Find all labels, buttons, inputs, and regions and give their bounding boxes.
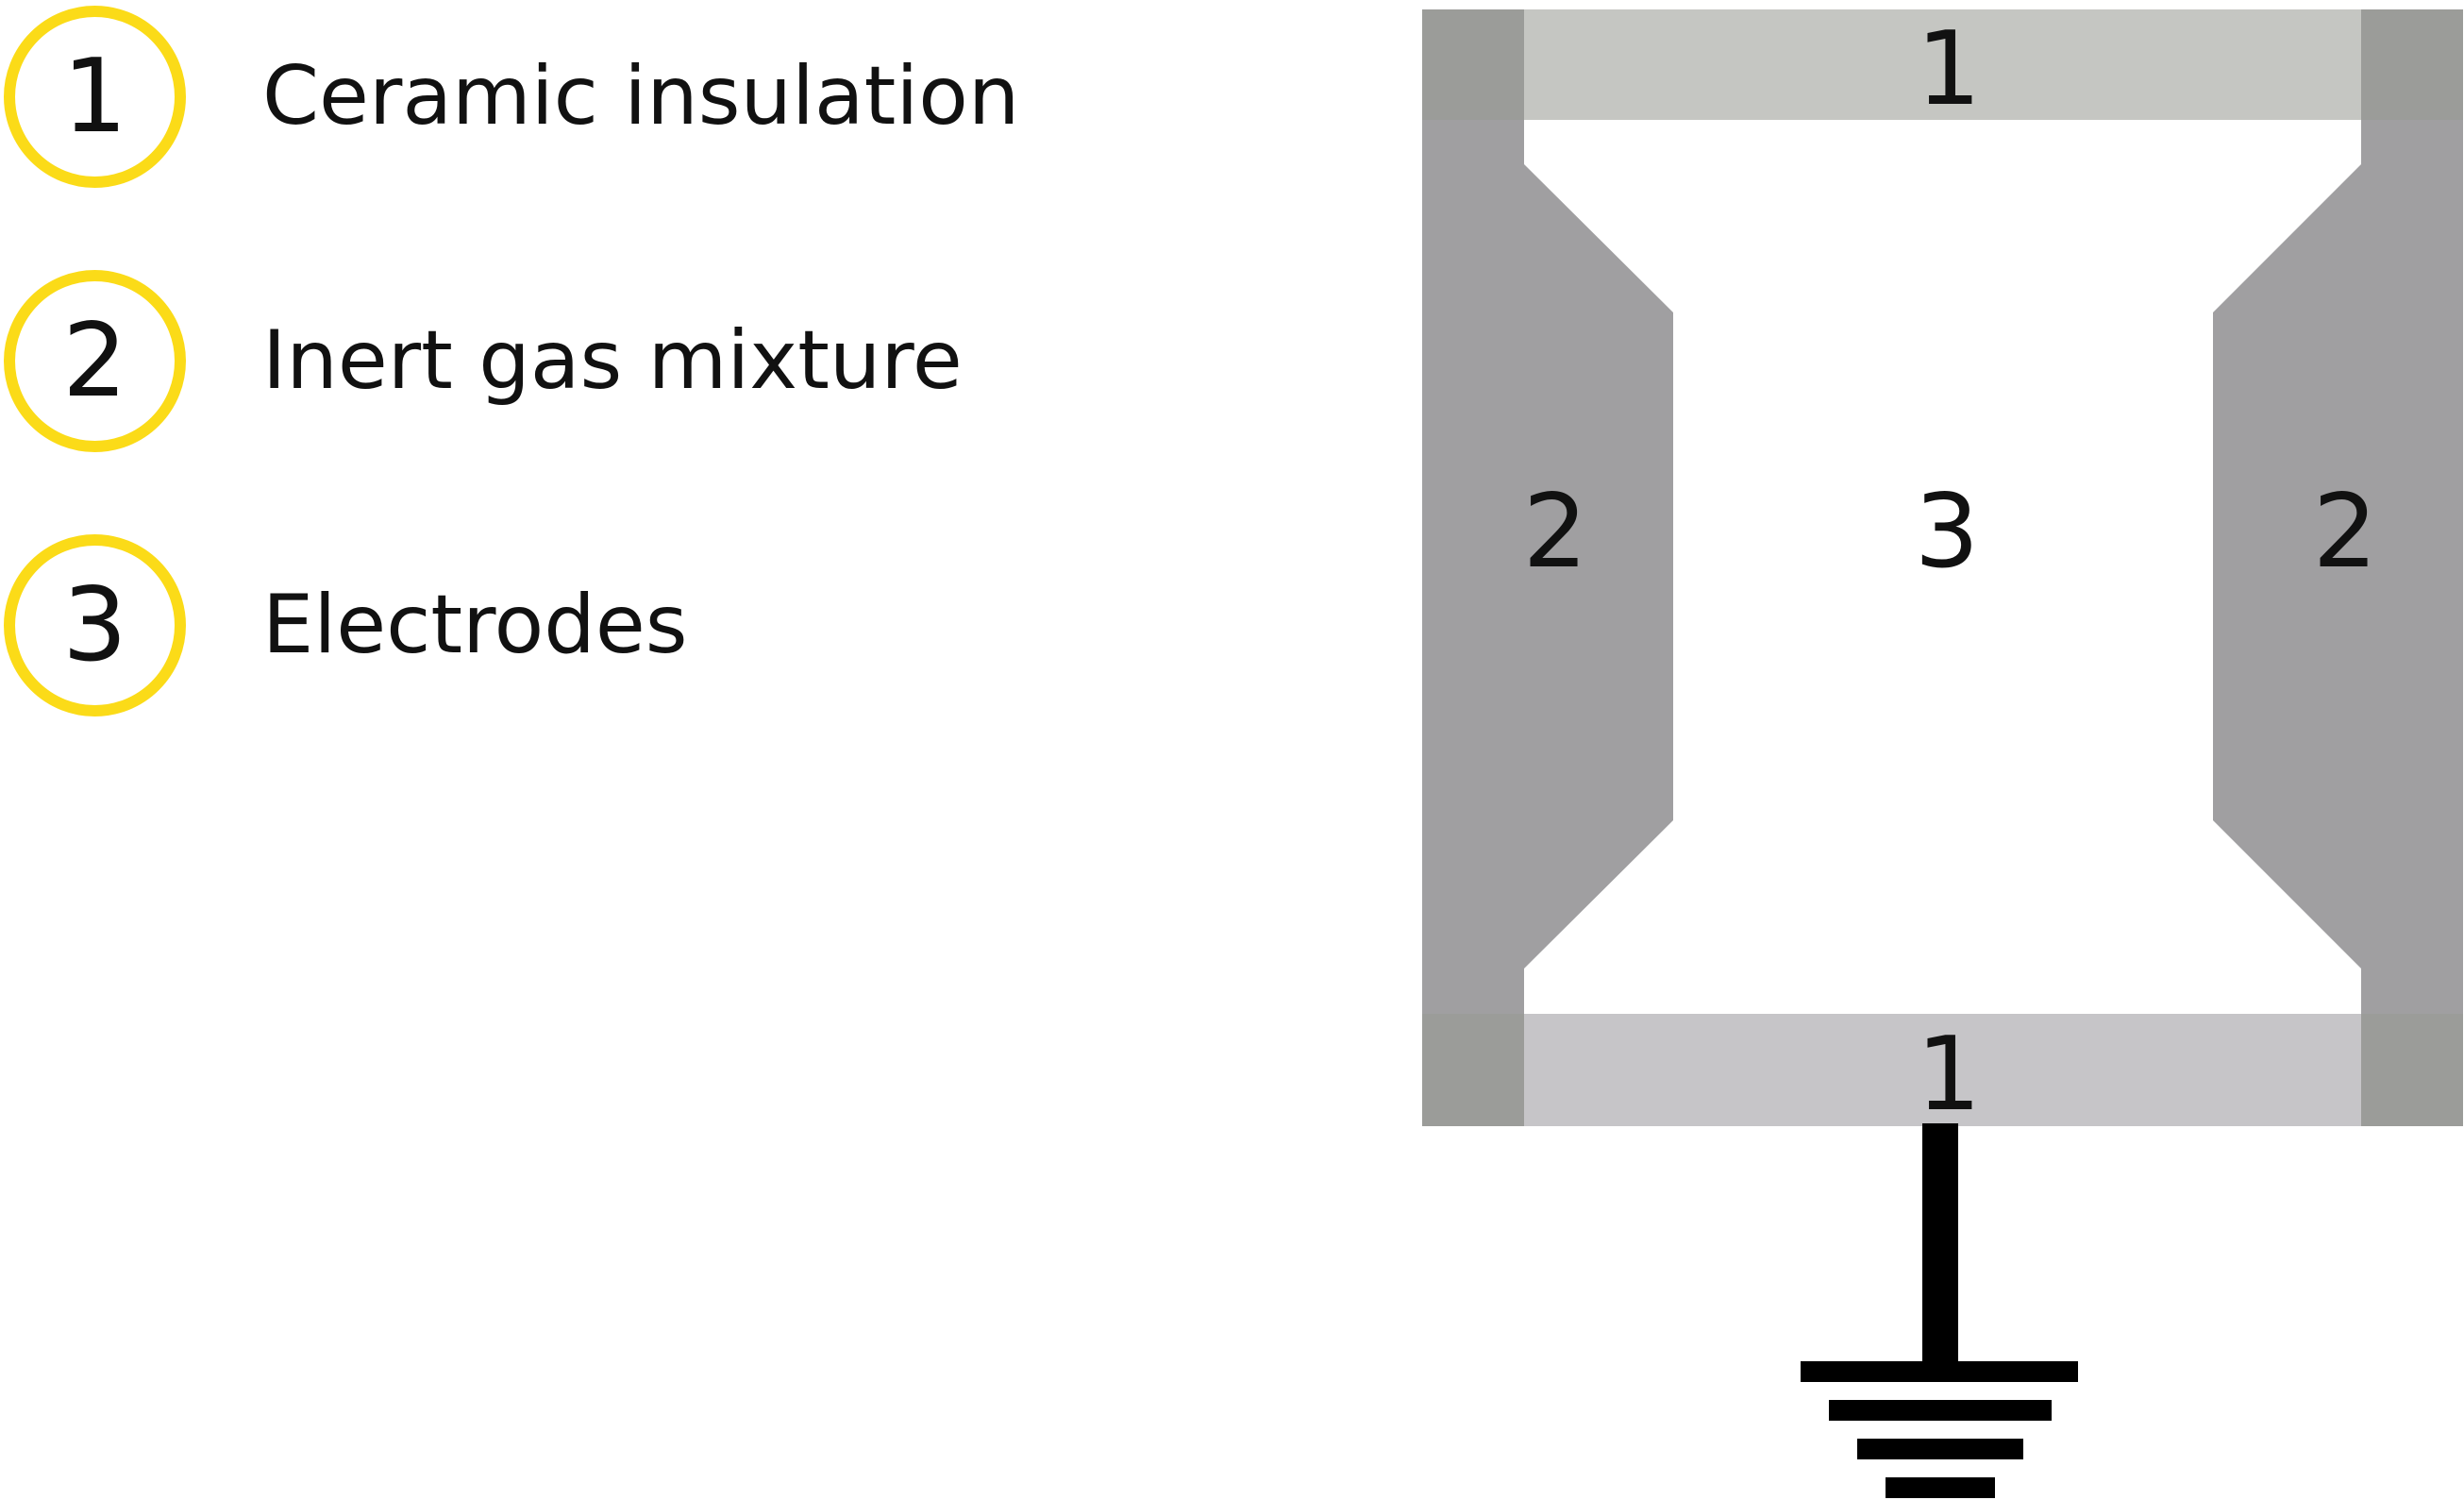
left-gas-region	[1422, 120, 1673, 1014]
legend-label: Ceramic insulation	[262, 49, 1020, 143]
bottom-insulation-label: 1	[1917, 1016, 1982, 1134]
ground-line-1	[1801, 1361, 2078, 1382]
top-insulation-label: 1	[1917, 10, 1982, 128]
ground-wire	[1922, 1123, 1958, 1365]
legend-item-ceramic-insulation: 1 Ceramic insulation	[0, 2, 1038, 202]
legend-item-inert-gas-mixture: 2 Inert gas mixture	[0, 266, 1038, 466]
right-gas-label: 2	[2313, 473, 2378, 591]
right-gas-region	[2213, 120, 2463, 1014]
legend-label: Electrodes	[262, 578, 688, 672]
top-insulation-bar	[1524, 9, 2361, 120]
ground-line-2	[1829, 1400, 2052, 1421]
legend-item-electrodes: 3 Electrodes	[0, 531, 1038, 731]
ground-line-4	[1886, 1477, 1995, 1498]
ground-line-3	[1857, 1439, 2023, 1459]
center-electrode-label: 3	[1915, 473, 1980, 591]
bottom-insulation-bar	[1524, 1014, 2361, 1126]
legend-label: Inert gas mixture	[262, 313, 963, 408]
left-gas-label: 2	[1523, 473, 1588, 591]
ground-symbol	[1801, 1123, 2078, 1498]
